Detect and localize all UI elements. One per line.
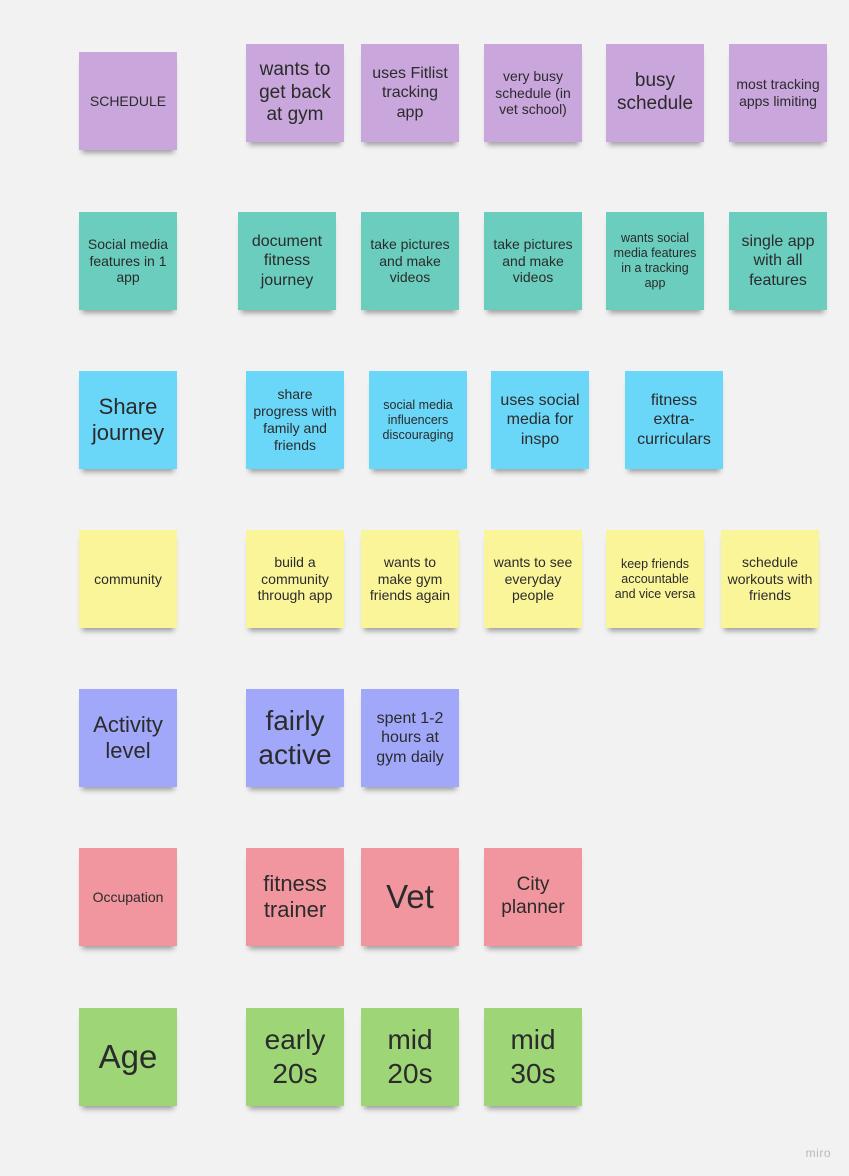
sticky-note[interactable]: single app with all features (729, 212, 827, 310)
sticky-note[interactable]: mid 20s (361, 1008, 459, 1106)
sticky-note[interactable]: share progress with family and friends (246, 371, 344, 469)
sticky-note[interactable]: mid 30s (484, 1008, 582, 1106)
sticky-note[interactable]: uses Fitlist tracking app (361, 44, 459, 142)
sticky-note[interactable]: wants to see everyday people (484, 530, 582, 628)
sticky-note[interactable]: most tracking apps limiting (729, 44, 827, 142)
sticky-note[interactable]: fairly active (246, 689, 344, 787)
sticky-note[interactable]: busy schedule (606, 44, 704, 142)
category-note-age[interactable]: Age (79, 1008, 177, 1106)
category-note-share-journey[interactable]: Share journey (79, 371, 177, 469)
sticky-note[interactable]: take pictures and make videos (484, 212, 582, 310)
sticky-note[interactable]: spent 1-2 hours at gym daily (361, 689, 459, 787)
sticky-note[interactable]: keep friends accountable and vice versa (606, 530, 704, 628)
sticky-note[interactable]: City planner (484, 848, 582, 946)
sticky-note[interactable]: schedule workouts with friends (721, 530, 819, 628)
sticky-note[interactable]: social media influencers discouraging (369, 371, 467, 469)
miro-logo: miro (805, 1146, 831, 1160)
category-note-schedule[interactable]: SCHEDULE (79, 52, 177, 150)
category-note-community[interactable]: community (79, 530, 177, 628)
category-note-activity-level[interactable]: Activity level (79, 689, 177, 787)
sticky-note[interactable]: Vet (361, 848, 459, 946)
sticky-note[interactable]: document fitness journey (238, 212, 336, 310)
sticky-note[interactable]: uses social media for inspo (491, 371, 589, 469)
sticky-note[interactable]: wants to make gym friends again (361, 530, 459, 628)
sticky-note[interactable]: fitness trainer (246, 848, 344, 946)
sticky-note[interactable]: wants social media features in a trackin… (606, 212, 704, 310)
sticky-note[interactable]: take pictures and make videos (361, 212, 459, 310)
sticky-note[interactable]: wants to get back at gym (246, 44, 344, 142)
sticky-note[interactable]: build a community through app (246, 530, 344, 628)
sticky-note[interactable]: very busy schedule (in vet school) (484, 44, 582, 142)
sticky-note[interactable]: early 20s (246, 1008, 344, 1106)
category-note-social-media[interactable]: Social media features in 1 app (79, 212, 177, 310)
sticky-note[interactable]: fitness extra-curriculars (625, 371, 723, 469)
category-note-occupation[interactable]: Occupation (79, 848, 177, 946)
